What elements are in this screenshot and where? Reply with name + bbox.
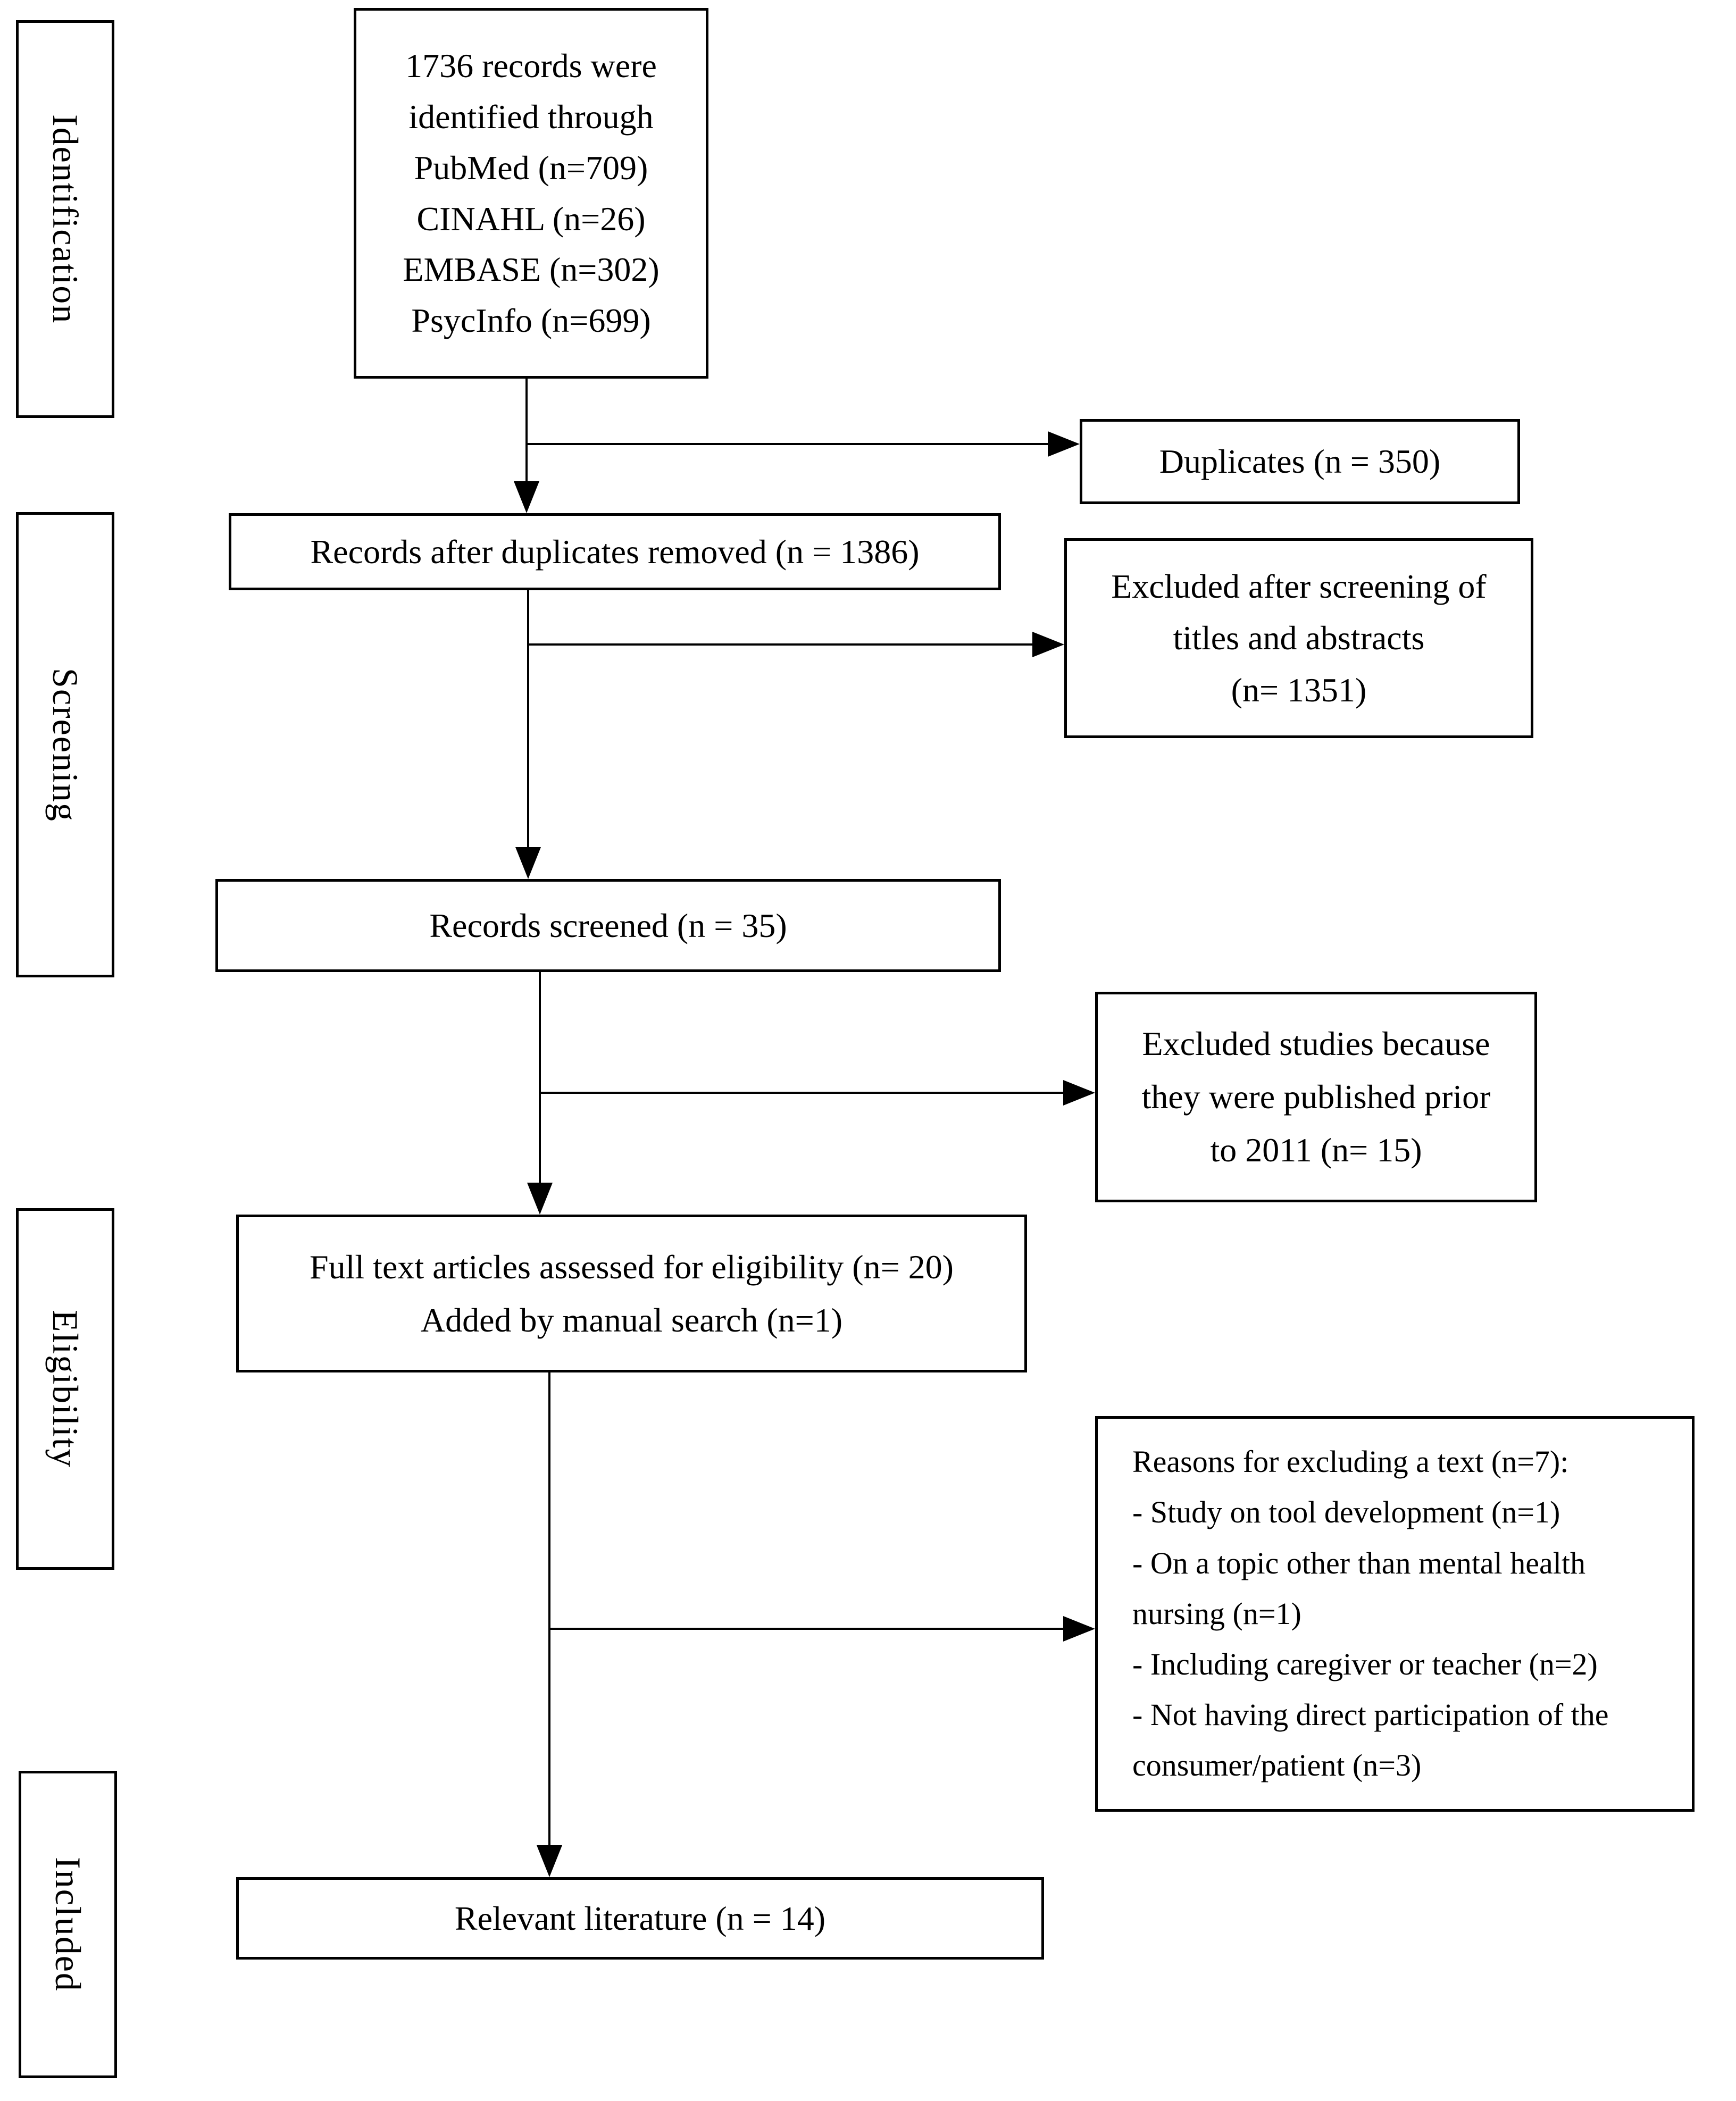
box-line: consumer/patient (n=3) <box>1132 1747 1422 1782</box>
box-line: nursing (n=1) <box>1132 1596 1301 1631</box>
box-line: Added by manual search (n=1) <box>420 1301 843 1339</box>
arrow-to-excluded-prior-line <box>540 1092 1064 1094</box>
box-line: identified through <box>408 98 654 136</box>
box-duplicates: Duplicates (n = 350) <box>1080 419 1520 504</box>
arrow-screened-to-fulltext-head-icon <box>527 1183 553 1215</box>
stage-eligibility-label: Eligibility <box>45 1310 86 1468</box>
arrow-fulltext-to-included-line <box>548 1372 550 1848</box>
box-line: PsycInfo (n=699) <box>411 302 651 340</box>
stage-included: Included <box>19 1771 117 2078</box>
arrow-to-duplicates-head-icon <box>1048 431 1080 457</box>
box-relevant-literature: Relevant literature (n = 14) <box>236 1877 1044 1960</box>
box-identified-records: 1736 records were identified through Pub… <box>354 8 708 379</box>
box-line: (n= 1351) <box>1231 671 1367 709</box>
box-line: Relevant literature (n = 14) <box>454 1899 826 1937</box>
box-line: PubMed (n=709) <box>414 148 648 187</box>
box-line: EMBASE (n=302) <box>403 250 660 289</box>
box-line: - Study on tool development (n=1) <box>1132 1495 1560 1530</box>
box-records-after-duplicates: Records after duplicates removed (n = 13… <box>229 513 1001 590</box>
arrow-to-excluded-screening-head-icon <box>1032 632 1064 657</box>
box-exclusion-reasons: Reasons for excluding a text (n=7): - St… <box>1095 1416 1695 1812</box>
stage-screening: Screening <box>16 512 114 977</box>
arrow-to-exclusion-reasons-head-icon <box>1063 1616 1095 1642</box>
box-line: Records screened (n = 35) <box>429 906 787 944</box>
box-line: 1736 records were <box>405 47 657 85</box>
box-line: they were published prior <box>1141 1078 1491 1116</box>
box-line: Reasons for excluding a text (n=7): <box>1132 1444 1569 1479</box>
box-line: Full text articles assessed for eligibil… <box>310 1248 954 1286</box>
arrow-dedup-to-screened-head-icon <box>515 847 541 879</box>
arrow-to-duplicates-line <box>527 443 1049 445</box>
arrow-identified-to-dedup-head-icon <box>514 481 539 513</box>
box-line: Excluded studies because <box>1142 1025 1490 1063</box>
box-excluded-title-abstract: Excluded after screening of titles and a… <box>1064 538 1533 738</box>
box-line: Records after duplicates removed (n = 13… <box>310 532 920 571</box>
box-line: to 2011 (n= 15) <box>1210 1131 1422 1169</box>
arrow-to-excluded-prior-head-icon <box>1063 1080 1095 1106</box>
stage-eligibility: Eligibility <box>16 1208 114 1570</box>
arrow-dedup-to-screened-line <box>527 590 529 848</box>
stage-identification-label: Identification <box>45 114 86 324</box>
stage-identification: Identification <box>16 20 114 418</box>
box-line: titles and abstracts <box>1173 619 1425 657</box>
box-records-screened: Records screened (n = 35) <box>215 879 1001 972</box>
box-full-text-assessed: Full text articles assessed for eligibil… <box>236 1215 1027 1372</box>
box-line: - On a topic other than mental health <box>1132 1545 1585 1580</box>
arrow-fulltext-to-included-head-icon <box>537 1845 562 1877</box>
box-excluded-prior-2011: Excluded studies because they were publi… <box>1095 992 1537 1202</box>
stage-screening-label: Screening <box>45 667 86 822</box>
box-line: Excluded after screening of <box>1111 567 1487 605</box>
stage-included-label: Included <box>48 1857 88 1992</box>
box-line: - Including caregiver or teacher (n=2) <box>1132 1646 1598 1681</box>
arrow-screened-to-fulltext-line <box>539 972 541 1185</box>
box-line: - Not having direct participation of the <box>1132 1697 1609 1732</box>
arrow-identified-to-dedup-line <box>525 379 528 484</box>
arrow-to-exclusion-reasons-line <box>549 1628 1064 1630</box>
arrow-to-excluded-screening-line <box>528 643 1033 646</box>
box-line: CINAHL (n=26) <box>416 199 646 238</box>
box-line: Duplicates (n = 350) <box>1159 442 1441 481</box>
